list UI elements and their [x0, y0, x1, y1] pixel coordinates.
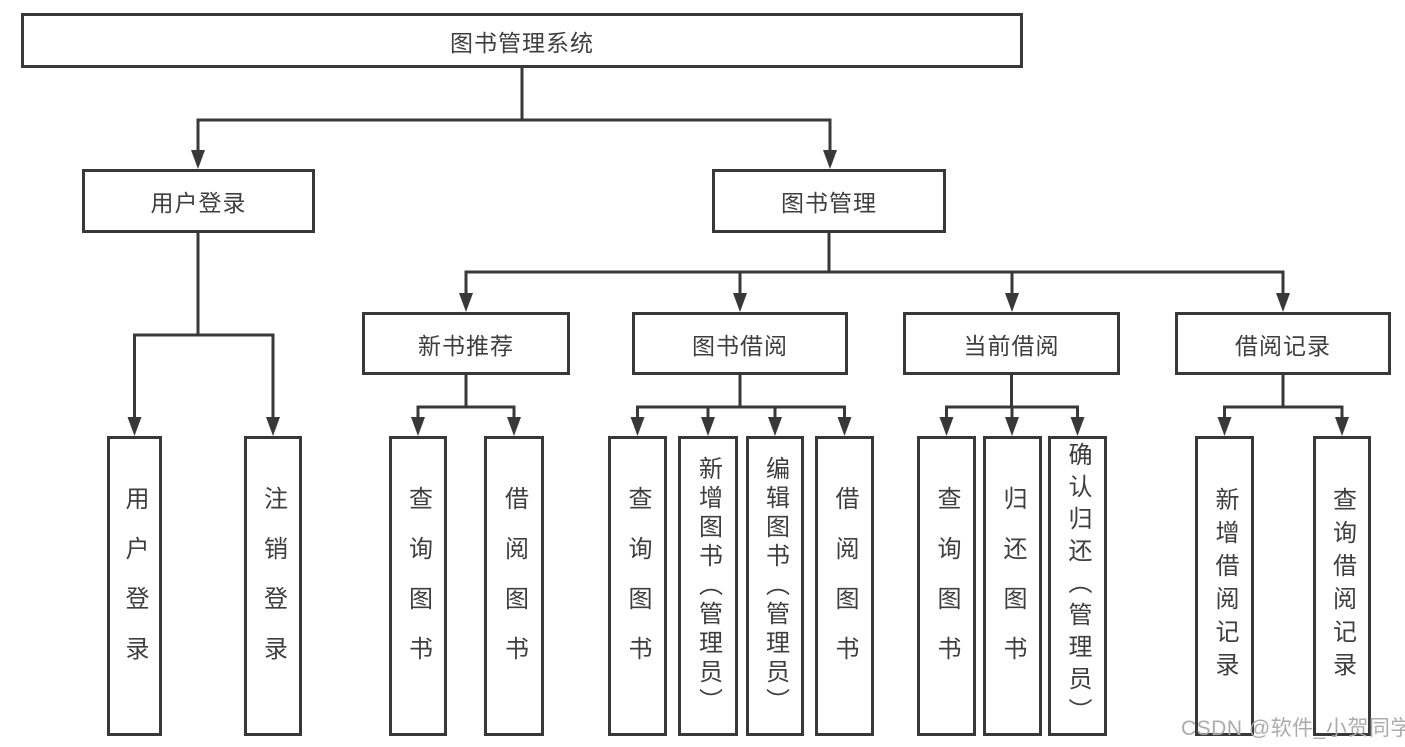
node-borrow-records: 借阅记录: [1175, 312, 1391, 375]
csdn-watermark: CSDN @软件_小贺同学: [1181, 717, 1405, 740]
leaf-add-borrow-record-label: 新增借阅记录: [1211, 487, 1238, 685]
leaf-return-books: 归还图书: [983, 436, 1042, 736]
node-current-borrowing: 当前借阅: [903, 312, 1120, 375]
leaf-borrow-books-1-label: 借阅图书: [500, 486, 528, 686]
leaf-query-books-1-label: 查询图书: [404, 486, 432, 686]
node-book-borrowing-label: 图书借阅: [692, 332, 788, 359]
leaf-borrow-books-2-label: 借阅图书: [831, 486, 858, 686]
leaf-confirm-return-admin: 确认归还（管理员）: [1048, 436, 1107, 736]
leaf-add-books-admin-label: 新增图书（管理员）: [694, 455, 722, 717]
leaf-query-borrow-record: 查询借阅记录: [1313, 436, 1371, 736]
node-new-book-recommend: 新书推荐: [362, 312, 570, 375]
node-new-book-recommend-label: 新书推荐: [418, 332, 514, 359]
leaf-logout: 注销登录: [244, 436, 302, 736]
leaf-query-books-2: 查询图书: [608, 436, 667, 736]
leaf-query-books-2-label: 查询图书: [624, 486, 651, 686]
leaf-return-books-label: 归还图书: [999, 486, 1026, 686]
leaf-query-books-3-label: 查询图书: [933, 486, 960, 686]
node-library-system: 图书管理系统: [21, 13, 1023, 68]
leaf-query-books-1: 查询图书: [389, 436, 447, 736]
leaf-add-borrow-record: 新增借阅记录: [1195, 436, 1254, 736]
connector-lines: [133, 67, 1344, 432]
node-book-management: 图书管理: [712, 169, 946, 233]
node-borrow-records-label: 借阅记录: [1235, 332, 1331, 359]
leaf-user-login: 用户登录: [107, 436, 162, 736]
leaf-edit-books-admin-label: 编辑图书（管理员）: [761, 455, 789, 717]
leaf-edit-books-admin: 编辑图书（管理员）: [746, 436, 804, 736]
leaf-query-books-3: 查询图书: [917, 436, 976, 736]
leaf-user-login-label: 用户登录: [121, 486, 148, 686]
node-library-system-label: 图书管理系统: [450, 29, 594, 56]
node-user-login-label: 用户登录: [150, 190, 247, 216]
leaf-borrow-books-2: 借阅图书: [815, 436, 874, 736]
node-current-borrowing-label: 当前借阅: [963, 332, 1060, 359]
node-book-borrowing: 图书借阅: [632, 312, 848, 375]
node-book-management-label: 图书管理: [781, 190, 877, 216]
leaf-logout-label: 注销登录: [259, 486, 287, 686]
leaf-add-books-admin: 新增图书（管理员）: [678, 436, 738, 736]
node-user-login: 用户登录: [82, 169, 315, 233]
leaf-borrow-books-1: 借阅图书: [484, 436, 544, 736]
connector-arrowheads: [127, 150, 1349, 436]
leaf-query-borrow-record-label: 查询借阅记录: [1328, 487, 1356, 685]
leaf-confirm-return-admin-label: 确认归还（管理员）: [1064, 442, 1091, 730]
